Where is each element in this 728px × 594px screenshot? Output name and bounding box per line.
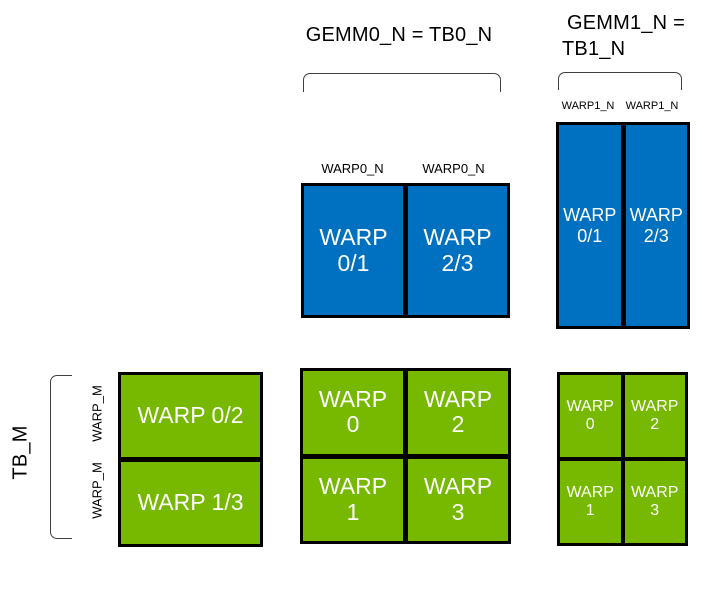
tile-label: 0 bbox=[585, 416, 595, 433]
tile-label: WARP bbox=[423, 473, 493, 499]
tb-m-warp-tiles: WARP 0/2 WARP 1/3 bbox=[118, 372, 263, 547]
warp0-n-label: WARP0_N bbox=[422, 161, 485, 176]
warp1-n-label: WARP1_N bbox=[561, 100, 615, 112]
gemm1-n-title-line2: TB1_N bbox=[562, 38, 626, 60]
tile-label: 0/1 bbox=[337, 249, 370, 276]
gemm0-n-extent-bracket bbox=[303, 73, 501, 92]
tile-label: 0/1 bbox=[577, 225, 603, 246]
gemm0-warp3-tile: WARP 3 bbox=[408, 458, 508, 541]
warp-m-label: WARP_M bbox=[89, 385, 105, 442]
tile-label: WARP bbox=[631, 398, 679, 416]
tile-label: 1 bbox=[346, 498, 360, 525]
gemm1-warp3-tile: WARP 3 bbox=[624, 461, 685, 543]
tile-label: 0 bbox=[346, 411, 360, 438]
gemm1-n-title: GEMM1_N = TB1_N bbox=[562, 10, 712, 62]
tile-label: WARP bbox=[629, 205, 683, 226]
warp0-n-label: WARP0_N bbox=[321, 161, 384, 176]
tile-label: WARP bbox=[423, 223, 492, 250]
gemm0-n-title: GEMM0_N = TB0_N bbox=[305, 24, 493, 46]
tile-label: WARP bbox=[318, 385, 388, 412]
gemm1-n-extent-bracket bbox=[558, 72, 682, 90]
tile-label: 2/3 bbox=[441, 249, 474, 276]
tile-label: WARP bbox=[563, 205, 617, 226]
tile-label: 1 bbox=[585, 502, 595, 519]
gemm1-accumulator-tiles: WARP 0/1 WARP 2/3 bbox=[556, 122, 690, 329]
gemm0-accum-warp01-tile: WARP 0/1 bbox=[304, 186, 403, 315]
tb-m-title: TB_M bbox=[9, 425, 32, 480]
tile-label: WARP bbox=[631, 484, 679, 502]
gemm0-warp0-tile: WARP 0 bbox=[303, 371, 403, 454]
warp0-n-labels: WARP0_N WARP0_N bbox=[302, 161, 504, 176]
gemm0-warp1-tile: WARP 1 bbox=[303, 458, 403, 541]
tile-label: 3 bbox=[650, 502, 660, 519]
tile-label: WARP 0/2 bbox=[137, 402, 244, 429]
tile-label: 2 bbox=[650, 416, 660, 433]
tile-label: WARP 1/3 bbox=[137, 489, 244, 516]
gemm1-accum-warp23-tile: WARP 2/3 bbox=[625, 125, 687, 326]
tile-label: WARP bbox=[319, 223, 388, 250]
tb-m-extent-bracket bbox=[50, 375, 72, 539]
gemm1-accum-warp01-tile: WARP 0/1 bbox=[559, 125, 621, 326]
tile-label: WARP bbox=[318, 473, 388, 499]
tile-label: 2 bbox=[451, 411, 465, 438]
warp1-n-labels: WARP1_N WARP1_N bbox=[556, 100, 684, 112]
gemm1-warp1-tile: WARP 1 bbox=[560, 461, 621, 543]
tile-label: 3 bbox=[451, 498, 465, 525]
gemm0-warp-grid: WARP 0 WARP 2 WARP 1 WARP 3 bbox=[300, 368, 511, 544]
warp-m-label: WARP_M bbox=[89, 462, 105, 519]
gemm1-n-title-line1: GEMM1_N = bbox=[567, 12, 685, 34]
tile-label: WARP bbox=[566, 484, 614, 502]
tile-label: WARP bbox=[566, 398, 614, 416]
warp02-tile: WARP 0/2 bbox=[121, 375, 260, 457]
warp1-n-label: WARP1_N bbox=[625, 100, 679, 112]
warp13-tile: WARP 1/3 bbox=[121, 462, 260, 544]
gemm1-warp-grid: WARP 0 WARP 2 WARP 1 WARP 3 bbox=[557, 372, 688, 546]
tile-label: WARP bbox=[423, 385, 493, 412]
gemm0-warp2-tile: WARP 2 bbox=[408, 371, 508, 454]
gemm1-warp0-tile: WARP 0 bbox=[560, 375, 621, 457]
gemm0-accumulator-tiles: WARP 0/1 WARP 2/3 bbox=[301, 183, 510, 318]
gemm1-warp2-tile: WARP 2 bbox=[624, 375, 685, 457]
tile-label: 2/3 bbox=[643, 225, 669, 246]
gemm0-accum-warp23-tile: WARP 2/3 bbox=[408, 186, 507, 315]
